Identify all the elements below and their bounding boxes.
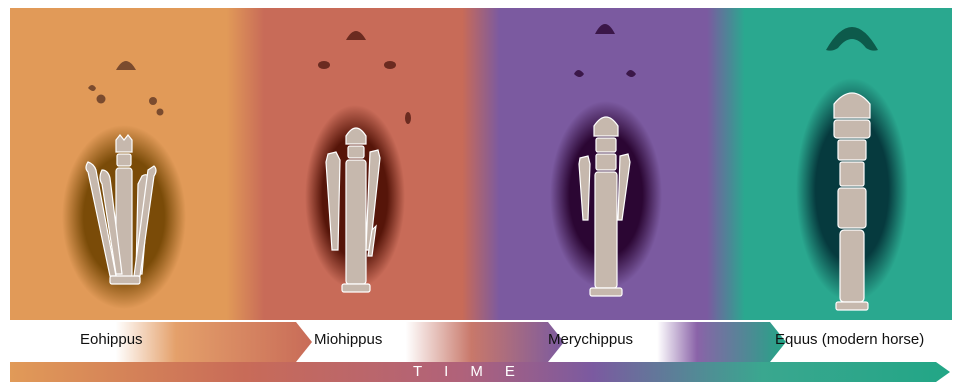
- label-merychippus: Merychippus: [548, 331, 633, 348]
- label-eohippus: Eohippus: [80, 331, 143, 348]
- label-equus: Equus (modern horse): [775, 331, 924, 348]
- time-label: TIME: [413, 363, 537, 380]
- label-miohippus: Miohippus: [314, 331, 382, 348]
